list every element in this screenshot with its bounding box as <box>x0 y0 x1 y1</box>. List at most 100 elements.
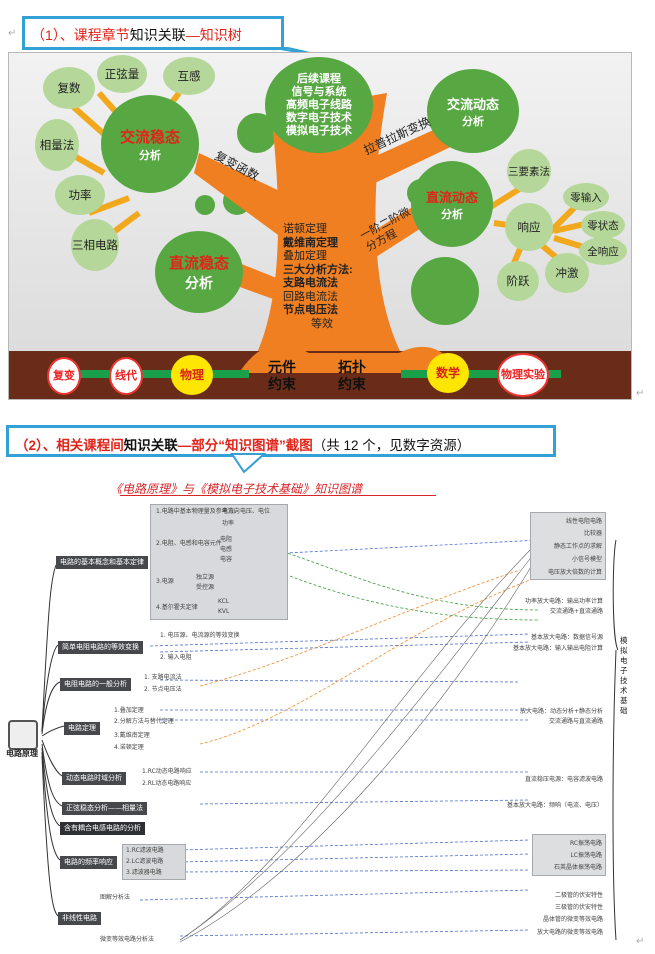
callout2-pointer <box>230 453 267 474</box>
mm-item: 3.电源 <box>156 578 174 585</box>
mm-node-general-analysis: 电阻电路的一般分析 <box>60 678 131 691</box>
mm-item: 1. 支路电流法 <box>144 674 182 681</box>
mm-item: 小信号模型 <box>571 556 602 563</box>
mm-item: 二极管的伏安特性 <box>554 892 603 899</box>
node-three-phase: 三相电路 <box>71 219 119 271</box>
mm-node-frequency: 电路的频率响应 <box>60 856 117 869</box>
root-linear-algebra: 线代 <box>109 357 143 395</box>
node-power: 功率 <box>55 175 105 215</box>
mindmap-connectors <box>41 537 619 943</box>
mm-item: 3.滤波器电路 <box>126 869 162 876</box>
mm-box-basic <box>150 504 288 620</box>
mm-item: 1.RC滤波电路 <box>126 847 164 854</box>
node-ac-steady: 交流稳态 分析 <box>101 95 199 193</box>
callout1-text: （1）、课程章节知识关联—知识树 <box>31 27 242 43</box>
mm-item: 基本放大电路：输入输出电阻计算 <box>512 645 603 652</box>
paragraph-mark: ↵ <box>636 388 645 399</box>
node-phasor: 相量法 <box>35 119 79 171</box>
mindmap-root: 电路原理 <box>6 749 38 758</box>
mindmap-right-root: 模拟电子技术基础 <box>620 636 628 715</box>
mm-item: 2.LC滤波电路 <box>126 858 164 865</box>
mm-item: 三极管的伏安特性 <box>554 904 603 911</box>
mm-item: 静态工作点的求解 <box>553 543 602 550</box>
mm-node-sinusoidal: 正弦稳态分析——相量法 <box>62 802 147 815</box>
node-dc-steady: 直流稳态 分析 <box>155 231 243 313</box>
mm-item: 放大电路的微变等效电路 <box>536 929 603 936</box>
mm-item: 电感 <box>220 546 233 553</box>
book-icon <box>8 720 38 750</box>
mm-node-coupled: 含有耦合电感电路的分析 <box>60 822 145 835</box>
mm-item: 2. 输入电阻 <box>160 654 192 661</box>
mm-item: 2.RL动态电路响应 <box>142 780 192 787</box>
mm-item: 2.电阻、电感和电容元件 <box>156 540 222 547</box>
mm-item: 线性电阻电路 <box>565 518 602 525</box>
root-math: 数学 <box>427 353 469 393</box>
paragraph-mark: ↵ <box>636 936 645 947</box>
root-physics-lab: 物理实验 <box>497 353 549 397</box>
node-impulse: 冲激 <box>545 253 589 293</box>
mm-item: 比较器 <box>583 530 602 537</box>
root-topology-constraint: 拓扑约束 <box>338 359 366 392</box>
mm-item: 基本放大电路：频响（电流、电压） <box>506 802 603 809</box>
mm-right-box-2 <box>532 834 606 876</box>
mm-box-freq <box>122 844 186 880</box>
callout-related-courses: （2）、相关课程间知识关联—部分“知识图谱”截图（共 12 个，见数字资源） <box>6 425 556 457</box>
mm-item: 基本放大电路：数据信号源 <box>530 634 603 641</box>
mm-item: 独立源 <box>196 574 215 581</box>
title-underline <box>120 495 436 496</box>
node-ac-dynamic: 交流动态 分析 <box>427 69 519 153</box>
mm-item: 1. 电压源、电流源的等效变换 <box>160 632 240 639</box>
node-dc-dynamic: 直流动态 分析 <box>411 161 493 247</box>
mm-node-basic-concepts: 电路的基本概念和基本定律 <box>56 556 148 569</box>
mm-item: 2. 节点电压法 <box>144 686 182 693</box>
mm-item: 放大电路：动态分析+静态分析 <box>519 708 603 715</box>
mm-item: 电容 <box>220 556 233 563</box>
mm-node-dynamic: 动态电路时域分析 <box>62 772 126 785</box>
node-zero-state: 零状态 <box>581 211 625 239</box>
mm-item: 功率 <box>222 520 235 527</box>
mm-item: 微变等效电路分析法 <box>100 936 155 943</box>
mm-item: KVL <box>218 608 230 615</box>
mm-node-theorems: 电路定理 <box>64 722 100 735</box>
node-zero-input: 零输入 <box>563 183 609 211</box>
mm-item: LC振荡电路 <box>570 852 602 859</box>
mm-node-nonlinear: 非线性电路 <box>58 912 101 925</box>
callout2-text: （2）、相关课程间知识关联—部分“知识图谱”截图（共 12 个，见数字资源） <box>15 438 471 453</box>
mm-item: RC振荡电路 <box>569 840 602 847</box>
node-followup-courses: 后续课程 信号与系统 高频电子线路 数字电子技术 模拟电子技术 <box>265 57 373 153</box>
mm-node-equivalent: 简单电阻电路的等效变换 <box>58 641 143 654</box>
knowledge-tree: 复数 正弦量 互感 相量法 功率 三相电路 交流稳态 分析 直流稳态 分析 后续… <box>8 52 632 400</box>
mm-item: 1.叠加定理 <box>114 707 144 714</box>
callout-course-chapter: （1）、课程章节知识关联—知识树 <box>22 16 284 50</box>
node-full-response: 全响应 <box>579 237 627 265</box>
mm-item: 1.电路中基本物理量及参考方向 <box>156 508 240 515</box>
mm-item: 功率放大电路：输出功率计算 <box>524 598 603 605</box>
mm-item: 电阻 <box>220 536 233 543</box>
mm-right-box-1 <box>530 512 606 580</box>
mm-item: 交流通路与直流通路 <box>548 718 603 725</box>
mm-item: 交流通路+直流通路 <box>549 608 603 615</box>
trunk-text: 诺顿定理 戴维南定理 叠加定理 三大分析方法: 支路电流法 回路电流法 节点电压… <box>283 223 353 330</box>
mm-item: 电压放大倍数的计算 <box>547 569 602 576</box>
mm-item: 2.分解方法与替代定理 <box>114 718 174 725</box>
mm-item: KCL <box>218 598 230 605</box>
node-step: 阶跃 <box>497 261 539 301</box>
mm-item: 图解分析法 <box>100 894 131 901</box>
mm-item: 4.基尔霍夫定律 <box>156 604 198 611</box>
mm-item: 电流、电压、电位 <box>222 508 271 515</box>
node-complex: 复数 <box>43 67 95 109</box>
mm-item: 3.戴维南定理 <box>114 732 150 739</box>
mm-item: 4.诺顿定理 <box>114 744 144 751</box>
root-complex-var: 复变 <box>47 357 81 395</box>
mm-item: 直流稳压电源：电容滤波电路 <box>524 776 603 783</box>
mm-item: 1.RC动态电路响应 <box>142 768 192 775</box>
mm-item: 石英晶体振荡电路 <box>553 864 602 871</box>
root-physics: 物理 <box>171 355 213 395</box>
node-sinusoid: 正弦量 <box>97 55 147 93</box>
mm-item: 晶体管的微变等效电路 <box>542 916 603 923</box>
node-response: 响应 <box>505 203 553 251</box>
root-element-constraint: 元件约束 <box>268 359 296 392</box>
mindmap-title: 《电路原理》与《模拟电子技术基础》知识图谱 <box>110 482 363 496</box>
mm-item: 受控源 <box>196 584 215 591</box>
paragraph-mark: ↵ <box>8 28 17 39</box>
